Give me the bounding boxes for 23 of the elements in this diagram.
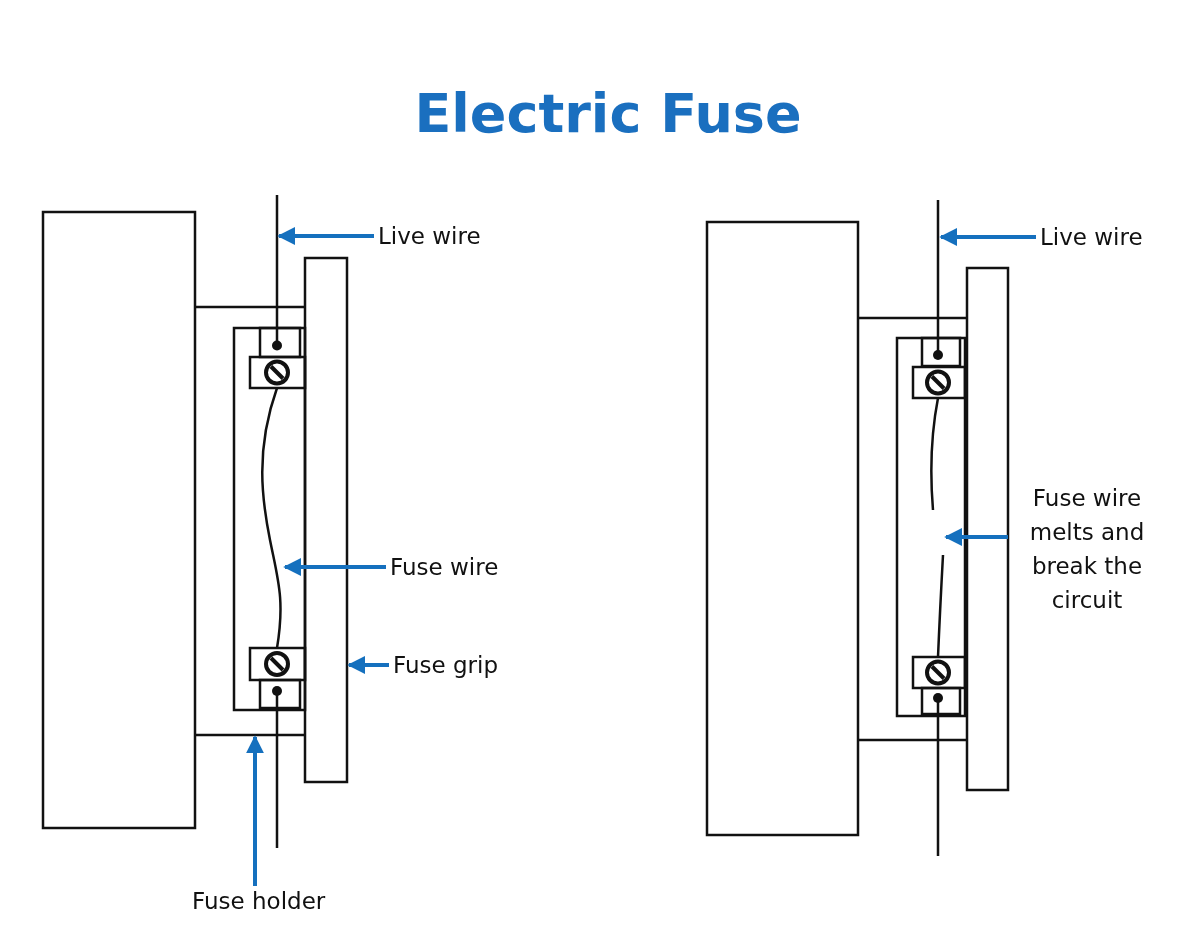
live-wire <box>936 198 940 858</box>
callout-label: Live wire <box>1040 220 1143 254</box>
fuse-wire <box>261 387 282 649</box>
mounting-board <box>41 210 197 830</box>
leader-line <box>283 558 386 576</box>
callout-label: Fuse grip <box>393 648 499 682</box>
fuse-holder <box>195 305 307 737</box>
diagram-title: Electric Fuse <box>414 82 802 145</box>
leader-line <box>939 228 1036 246</box>
callout-label: Fuse holder <box>192 884 326 918</box>
fuse-holder <box>858 316 967 742</box>
fuse-grip <box>303 256 349 784</box>
callout-label: Live wire <box>378 219 481 253</box>
leader-line <box>246 735 264 886</box>
leader-line <box>277 227 374 245</box>
fuse-grip <box>965 266 1010 792</box>
callout-label: Fuse wire <box>390 550 499 584</box>
leader-line <box>944 528 1008 546</box>
mounting-board <box>705 220 860 837</box>
broken-fuse-wire <box>930 396 945 659</box>
leader-line <box>347 656 389 674</box>
live-wire <box>275 193 279 850</box>
callout-label: Fuse wire melts and break the circuit <box>1012 481 1162 617</box>
